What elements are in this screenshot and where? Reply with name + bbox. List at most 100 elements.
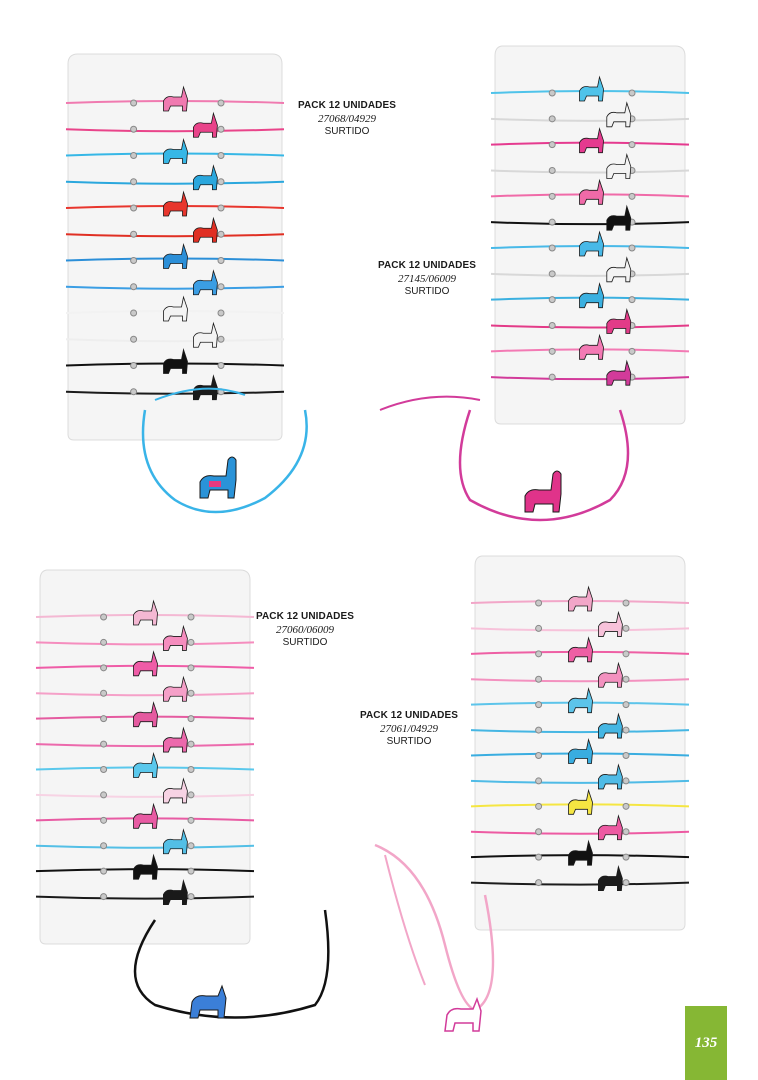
bead [535, 726, 543, 734]
bead [187, 867, 195, 875]
bead [217, 152, 225, 159]
bead [130, 388, 138, 396]
bead [628, 141, 636, 149]
llama-charm-icon [193, 216, 218, 243]
llama-charm-icon [606, 152, 632, 179]
llama-charm-icon [606, 307, 632, 334]
bracelet-card [470, 555, 690, 931]
bead [187, 664, 195, 672]
llama-charm-icon [193, 269, 218, 296]
llama-charm-icon [606, 256, 632, 283]
bead [622, 828, 630, 836]
bead [187, 893, 195, 901]
unicorn-charm-icon [568, 585, 593, 612]
unicorn-charm-icon [133, 802, 158, 829]
bracelet-cord [35, 793, 255, 798]
llama-charm-icon [579, 282, 604, 309]
bead [628, 192, 636, 200]
llama-charm-icon [163, 242, 188, 269]
bead [100, 638, 108, 646]
unicorn-charm-icon [133, 751, 158, 778]
bead [130, 309, 138, 317]
loose-bracelet [374, 843, 495, 1032]
bead [535, 624, 543, 632]
cords [470, 585, 690, 891]
bead [535, 701, 543, 709]
bead [187, 842, 195, 850]
bead [100, 893, 108, 901]
unicorn-charm-icon [133, 650, 158, 677]
llama-charm-icon [163, 190, 188, 217]
bead [130, 204, 138, 212]
unicorn-charm-icon [568, 687, 593, 714]
bead [130, 125, 138, 133]
bead [622, 777, 630, 785]
bead [130, 178, 138, 186]
bead [548, 115, 556, 123]
bracelet-cord [470, 729, 690, 734]
llama-charm-icon [163, 85, 188, 112]
bracelet-cord [65, 180, 285, 185]
bead [535, 802, 543, 810]
llama-charm-icon [193, 111, 218, 138]
bead [187, 740, 195, 748]
llama-charm-icon [199, 456, 237, 499]
bead [548, 270, 556, 278]
loose-bracelet [379, 395, 630, 522]
bracelet-cord [470, 830, 690, 835]
llama-charm-icon [524, 470, 562, 513]
bead [535, 828, 543, 836]
bracelet-cord [470, 627, 690, 632]
bead [535, 599, 543, 607]
llama-charm-icon [163, 295, 188, 322]
product-label: PACK 12 UNIDADES 27061/04929 SURTIDO [356, 710, 462, 749]
unicorn-charm-icon [163, 675, 188, 702]
bead [628, 244, 636, 252]
bead [548, 167, 556, 174]
bracelet-cord [470, 678, 690, 683]
bead [100, 664, 108, 672]
product-label: PACK 12 UNIDADES 27060/06009 SURTIDO [252, 611, 358, 650]
unicorn-charm-icon [598, 712, 623, 739]
bracelet-cord [35, 844, 255, 849]
bead [548, 244, 556, 252]
product-variant: SURTIDO [282, 637, 328, 649]
bracelet-cord [35, 743, 255, 748]
unicorn-charm-icon [133, 599, 158, 626]
bracelet-cord [490, 169, 690, 174]
product-code: 27061/04929 [379, 722, 439, 735]
bead [187, 613, 195, 621]
unicorn-charm-icon [598, 661, 623, 688]
bracelet-cord [35, 895, 255, 900]
bead [628, 347, 636, 355]
bracelet-cord [65, 233, 285, 238]
unicorn-charm-icon [598, 610, 623, 637]
cords [35, 599, 255, 905]
bead [535, 879, 543, 887]
bead [217, 230, 225, 238]
llama-charm-icon [579, 75, 604, 102]
bead [130, 230, 138, 238]
unicorn-charm-icon [163, 777, 188, 804]
bracelet-cord [65, 338, 285, 343]
bead [628, 296, 636, 304]
unicorn-charm-icon [568, 788, 593, 815]
bracelet-cord [490, 117, 690, 122]
unicorn-charm-icon [568, 737, 593, 764]
bead [622, 701, 630, 709]
unicorn-charm-icon [444, 996, 482, 1032]
bead [622, 752, 630, 759]
bead [217, 257, 225, 264]
bead [100, 791, 108, 799]
bead [535, 777, 543, 785]
bead [217, 362, 225, 369]
pack-title: PACK 12 UNIDADES [255, 611, 355, 622]
bead [622, 599, 630, 607]
bead [100, 740, 108, 748]
unicorn-charm-icon [163, 879, 188, 905]
unicorn-charm-icon [598, 865, 623, 891]
loose-bracelet [141, 387, 308, 514]
llama-charm-icon [606, 204, 632, 231]
bead [217, 125, 225, 133]
product-code: 27060/06009 [275, 623, 335, 636]
